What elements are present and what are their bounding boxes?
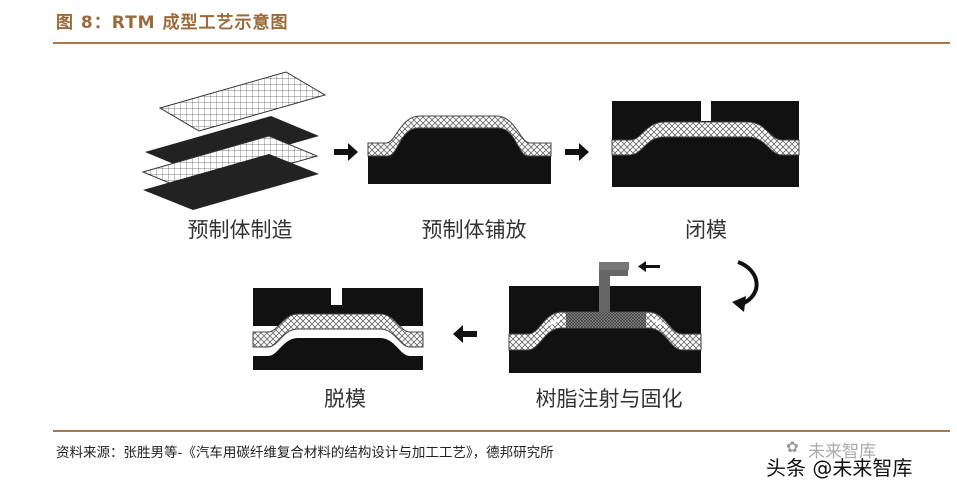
- step-label-resin-injection-curing: 树脂注射与固化: [535, 387, 683, 411]
- step-label-demolding: 脱模: [324, 387, 366, 411]
- rtm-process-diagram: [141, 71, 800, 373]
- preform-stack-illustration: [141, 71, 327, 210]
- closed-mold-illustration: [611, 101, 800, 187]
- watermark-logo-icon: ✿: [786, 438, 799, 456]
- arrow-right-icon: [565, 143, 589, 161]
- bottom-divider: [53, 430, 950, 432]
- curved-arrow-icon: [732, 260, 759, 312]
- arrow-left-icon: [453, 325, 477, 343]
- step-label-mold-closing: 闭模: [685, 218, 727, 242]
- watermark-bottom: 头条 @未来智库: [766, 456, 913, 480]
- step-label-preform-layup: 预制体铺放: [421, 218, 527, 242]
- resin-injection-illustration: [508, 261, 702, 373]
- arrow-right-icon: [334, 143, 358, 161]
- preform-layup-illustration: [367, 115, 552, 184]
- source-note: 资料来源：张胜男等-《汽车用碳纤维复合材料的结构设计与加工工艺》，德邦研究所: [56, 445, 554, 461]
- figure-title: 图 8：RTM 成型工艺示意图: [56, 13, 289, 33]
- watermark-top: 未来智库: [808, 442, 876, 462]
- demolding-illustration: [252, 288, 424, 370]
- step-label-preform-manufacturing: 预制体制造: [187, 218, 293, 242]
- top-divider: [53, 42, 950, 44]
